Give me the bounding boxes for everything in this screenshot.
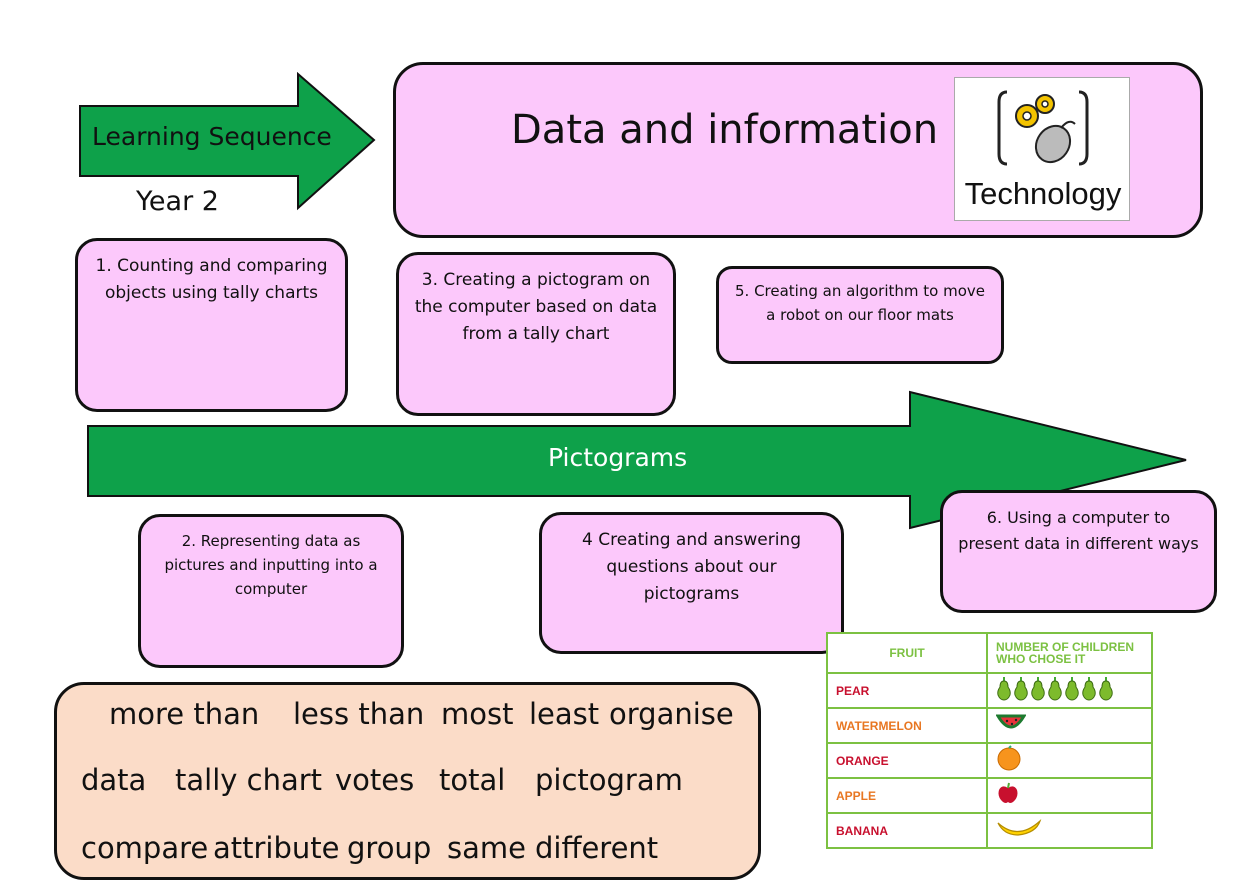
pear-icon — [1047, 675, 1063, 706]
table-row: APPLE — [826, 777, 1153, 814]
vocabulary-box: more than less than most least organise … — [54, 682, 761, 880]
vocab-word: group — [347, 831, 432, 865]
vocab-word: votes — [335, 763, 415, 797]
fruit-pictogram-cell — [986, 777, 1153, 814]
pear-icon — [1030, 675, 1046, 706]
step-1-box: 1. Counting and comparing objects using … — [75, 238, 348, 412]
step-1-text: 1. Counting and comparing objects using … — [95, 256, 328, 304]
fruit-name-cell: WATERMELON — [826, 707, 988, 744]
learning-sequence-arrow — [79, 72, 376, 211]
vocab-word: data — [81, 763, 147, 797]
step-5-box: 5. Creating an algorithm to move a robot… — [716, 266, 1004, 364]
vocab-word: different — [535, 831, 659, 865]
watermelon-icon — [995, 712, 1027, 739]
fruit-name-cell: APPLE — [826, 777, 988, 814]
table-row: BANANA — [826, 812, 1153, 849]
vocab-word: least — [529, 697, 600, 731]
table-row: ORANGE — [826, 742, 1153, 779]
table-row: PEAR — [826, 672, 1153, 709]
pear-icon — [1098, 675, 1114, 706]
page-title: Data and information — [511, 107, 939, 153]
banana-icon — [996, 817, 1042, 844]
pear-icon — [1081, 675, 1097, 706]
step-3-text: 3. Creating a pictogram on the computer … — [414, 270, 658, 345]
vocab-word: tally chart — [175, 763, 323, 797]
vocab-word: pictogram — [535, 763, 683, 797]
year-label: Year 2 — [136, 186, 219, 217]
step-4-text: 4 Creating and answering questions about… — [581, 530, 802, 605]
vocab-word: total — [439, 763, 506, 797]
fruit-column-header: FRUIT — [826, 632, 988, 674]
count-column-header: NUMBER OF CHILDREN WHO CHOSE IT — [986, 632, 1153, 674]
fruit-name-cell: BANANA — [826, 812, 988, 849]
pear-icon — [1013, 675, 1029, 706]
vocab-word: organise — [609, 697, 734, 731]
vocab-word: less than — [293, 697, 425, 731]
step-6-box: 6. Using a computer to present data in d… — [940, 490, 1217, 613]
step-2-text: 2. Representing data as pictures and inp… — [164, 532, 378, 598]
title-box: Data and information Technology — [393, 62, 1203, 238]
vocab-word: compare — [81, 831, 209, 865]
orange-icon — [996, 745, 1022, 776]
vocab-word: more than — [109, 697, 260, 731]
vocab-word: same — [447, 831, 526, 865]
fruit-pictogram-cell — [986, 812, 1153, 849]
fruit-name-cell: PEAR — [826, 672, 988, 709]
fruit-name-cell: ORANGE — [826, 742, 988, 779]
fruit-pictogram-cell — [986, 707, 1153, 744]
pear-icon — [1064, 675, 1080, 706]
pictograms-label: Pictograms — [548, 443, 688, 472]
gears-mouse-icon — [997, 90, 1089, 166]
step-4-box: 4 Creating and answering questions about… — [539, 512, 844, 654]
step-5-text: 5. Creating an algorithm to move a robot… — [734, 282, 985, 324]
table-header-row: FRUIT NUMBER OF CHILDREN WHO CHOSE IT — [826, 632, 1153, 674]
technology-badge: Technology — [954, 77, 1130, 221]
table-row: WATERMELON — [826, 707, 1153, 744]
learning-sequence-label: Learning Sequence — [92, 122, 332, 151]
step-6-text: 6. Using a computer to present data in d… — [958, 508, 1199, 553]
fruit-pictogram-table: FRUIT NUMBER OF CHILDREN WHO CHOSE IT PE… — [826, 632, 1153, 849]
technology-label: Technology — [964, 176, 1122, 211]
step-3-box: 3. Creating a pictogram on the computer … — [396, 252, 676, 416]
fruit-pictogram-cell — [986, 672, 1153, 709]
apple-icon — [996, 781, 1020, 810]
vocab-word: attribute — [213, 831, 340, 865]
fruit-pictogram-cell — [986, 742, 1153, 779]
vocab-word: most — [441, 697, 514, 731]
step-2-box: 2. Representing data as pictures and inp… — [138, 514, 404, 668]
pear-icon — [996, 675, 1012, 706]
